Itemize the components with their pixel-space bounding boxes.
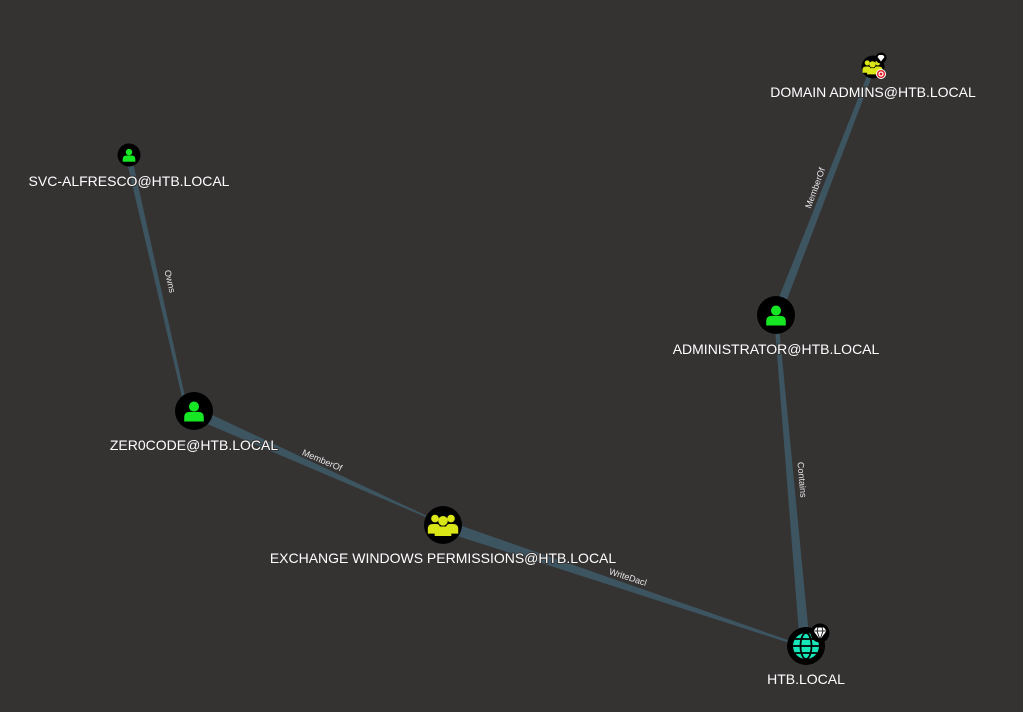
globe-icon — [793, 632, 819, 660]
edge-label-owns: Owns — [162, 269, 177, 294]
node-domain-admins[interactable]: DOMAIN ADMINS@HTB.LOCAL — [769, 52, 977, 101]
node-htb-local[interactable]: HTB.LOCAL — [766, 623, 846, 688]
node-label-svc-alfresco: SVC-ALFRESCO@HTB.LOCAL — [29, 173, 230, 189]
node-svc-alfresco[interactable]: SVC-ALFRESCO@HTB.LOCAL — [28, 143, 231, 190]
target-icon — [876, 69, 886, 79]
edge-writedacl[interactable]: WriteDacl — [442, 519, 805, 648]
edge-label-contains: Contains — [795, 462, 808, 499]
edge-memberof-zer0code[interactable]: MemberOf — [193, 406, 442, 524]
node-zer0code[interactable]: ZER0CODE@HTB.LOCAL — [109, 392, 279, 454]
edge-contains[interactable]: Contains — [774, 316, 810, 647]
node-label-administrator: ADMINISTRATOR@HTB.LOCAL — [673, 341, 880, 357]
node-label-zer0code: ZER0CODE@HTB.LOCAL — [110, 437, 278, 453]
group-icon — [427, 514, 459, 536]
node-exchange-windows-permissions[interactable]: EXCHANGE WINDOWS PERMISSIONS@HTB.LOCAL — [269, 506, 617, 567]
gem-icon — [810, 623, 830, 643]
gem-icon — [875, 52, 887, 64]
node-label-domain-admins: DOMAIN ADMINS@HTB.LOCAL — [770, 84, 976, 100]
node-label-exchange-windows-permissions: EXCHANGE WINDOWS PERMISSIONS@HTB.LOCAL — [270, 550, 617, 566]
edge-owns[interactable]: Owns — [126, 158, 188, 410]
node-label-htb-local: HTB.LOCAL — [767, 671, 845, 687]
edge-memberof-administrator[interactable]: MemberOf — [772, 66, 875, 318]
node-administrator[interactable]: ADMINISTRATOR@HTB.LOCAL — [672, 296, 881, 358]
